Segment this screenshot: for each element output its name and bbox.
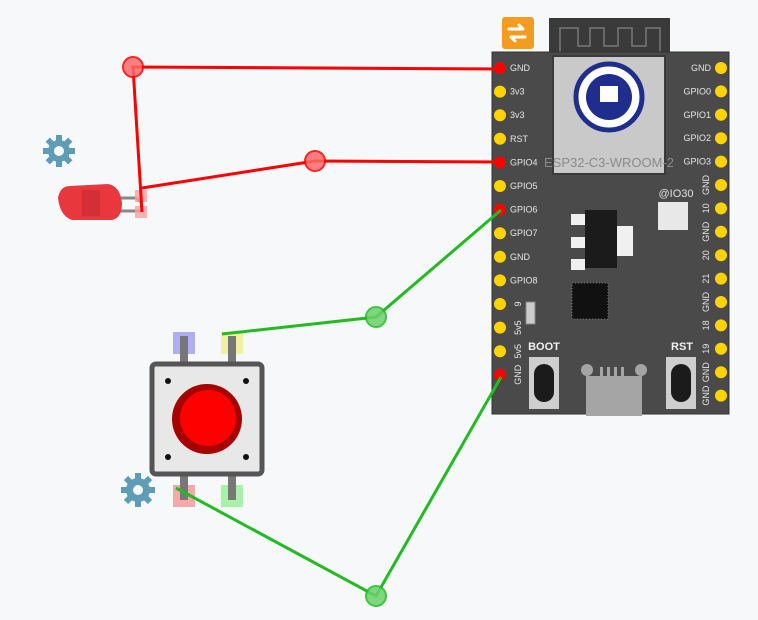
pin-gpio3[interactable] xyxy=(715,155,727,168)
pin-label: GPIO5 xyxy=(510,181,538,191)
pin-5v5[interactable] xyxy=(494,321,506,334)
pin-label: GND xyxy=(510,252,531,262)
pin-rst[interactable] xyxy=(494,132,506,145)
red-led[interactable] xyxy=(58,184,147,220)
wire-led-gnd[interactable] xyxy=(131,65,502,213)
pin-label: 10 xyxy=(701,203,711,213)
pin-label: GPIO7 xyxy=(510,228,538,238)
left-pin-header: GND3v33v3RSTGPIO4GPIO5GPIO6GPIO7GNDGPIO8… xyxy=(494,62,538,385)
pushbutton[interactable] xyxy=(149,332,265,507)
pin-label: GND xyxy=(701,362,711,383)
pin-20[interactable] xyxy=(715,249,727,262)
pin-18[interactable] xyxy=(715,319,727,332)
pin-label: GPIO2 xyxy=(683,133,711,143)
usb-port xyxy=(586,376,642,416)
pin-label: 9 xyxy=(513,301,523,306)
pin-gnd[interactable] xyxy=(715,62,727,74)
voltage-regulator xyxy=(585,210,617,268)
rotate-icon[interactable] xyxy=(502,17,534,49)
pin-gnd[interactable] xyxy=(494,250,506,263)
pin-label: GND xyxy=(701,221,711,242)
pin-label: 21 xyxy=(701,274,711,284)
pin-label: GPIO8 xyxy=(510,275,538,285)
boot-label: BOOT xyxy=(528,341,560,353)
pin-label: GPIO6 xyxy=(510,205,538,215)
pin-label: 18 xyxy=(701,320,711,330)
pin-3v3[interactable] xyxy=(494,109,506,122)
pin-gpio5[interactable] xyxy=(494,180,506,192)
pin-label: GND xyxy=(510,63,531,73)
antenna-area xyxy=(549,18,670,58)
pin-label: 3v3 xyxy=(510,110,525,120)
wire-junction[interactable] xyxy=(365,585,387,607)
pin-10[interactable] xyxy=(715,202,727,215)
pin-label: 5v5 xyxy=(513,320,523,335)
pin-label: GND xyxy=(701,385,711,406)
rgb-led xyxy=(658,202,688,230)
wire-junction[interactable] xyxy=(122,56,144,78)
esp32-board[interactable]: ESP32-C3-WROOM-2 @IO30 BOOT RST GND 3v3 3v… xyxy=(491,18,730,416)
pin-label: GND xyxy=(701,292,711,313)
pin-gnd[interactable] xyxy=(715,179,727,191)
pin-gpio2[interactable] xyxy=(715,132,727,145)
pin-19[interactable] xyxy=(715,342,727,355)
pin-label: GPIO3 xyxy=(683,157,711,167)
wire-junction[interactable] xyxy=(304,150,326,172)
pin-label: GND xyxy=(701,175,711,196)
pin-gpio8[interactable] xyxy=(494,274,506,287)
pin-gpio7[interactable] xyxy=(494,227,506,240)
pin-label: 19 xyxy=(701,344,711,354)
pin-label: 5v5 xyxy=(513,344,523,359)
rst-label: RST xyxy=(671,341,693,353)
pin-gpio0[interactable] xyxy=(715,85,727,98)
pin-label: GND xyxy=(513,364,523,385)
wire-junction[interactable] xyxy=(365,306,387,328)
antenna-trace xyxy=(559,27,661,52)
pin-gnd[interactable] xyxy=(494,368,506,381)
chip xyxy=(571,282,609,320)
pin-21[interactable] xyxy=(715,272,727,285)
wires xyxy=(122,56,503,607)
pin-5v5[interactable] xyxy=(494,345,506,358)
pin-label: 20 xyxy=(701,250,711,260)
pin-label: GND xyxy=(691,63,712,73)
pin-label: GPIO0 xyxy=(683,86,711,96)
pin-gnd[interactable] xyxy=(715,389,727,402)
pin-9[interactable] xyxy=(494,298,506,310)
pin-3v3[interactable] xyxy=(494,85,506,98)
led-settings-gear-icon[interactable] xyxy=(43,135,75,167)
right-pin-header: GNDGPIO0GPIO1GPIO2GPIO3GND10GND2021GND18… xyxy=(683,62,727,406)
pin-label: 3v3 xyxy=(510,87,525,97)
pin-gnd[interactable] xyxy=(715,225,727,238)
wire-button-gpio6[interactable] xyxy=(221,208,502,336)
pin-gnd[interactable] xyxy=(715,366,727,379)
module-label: ESP32-C3-WROOM-2 xyxy=(544,155,674,170)
pin-label: GPIO4 xyxy=(510,157,538,167)
rgb-led-label: @IO30 xyxy=(658,188,693,200)
button-settings-gear-icon[interactable] xyxy=(121,473,155,507)
pin-label: RST xyxy=(510,134,529,144)
pin-gpio1[interactable] xyxy=(715,108,727,121)
pin-label: GPIO1 xyxy=(683,110,711,120)
pin-gnd[interactable] xyxy=(715,296,727,308)
